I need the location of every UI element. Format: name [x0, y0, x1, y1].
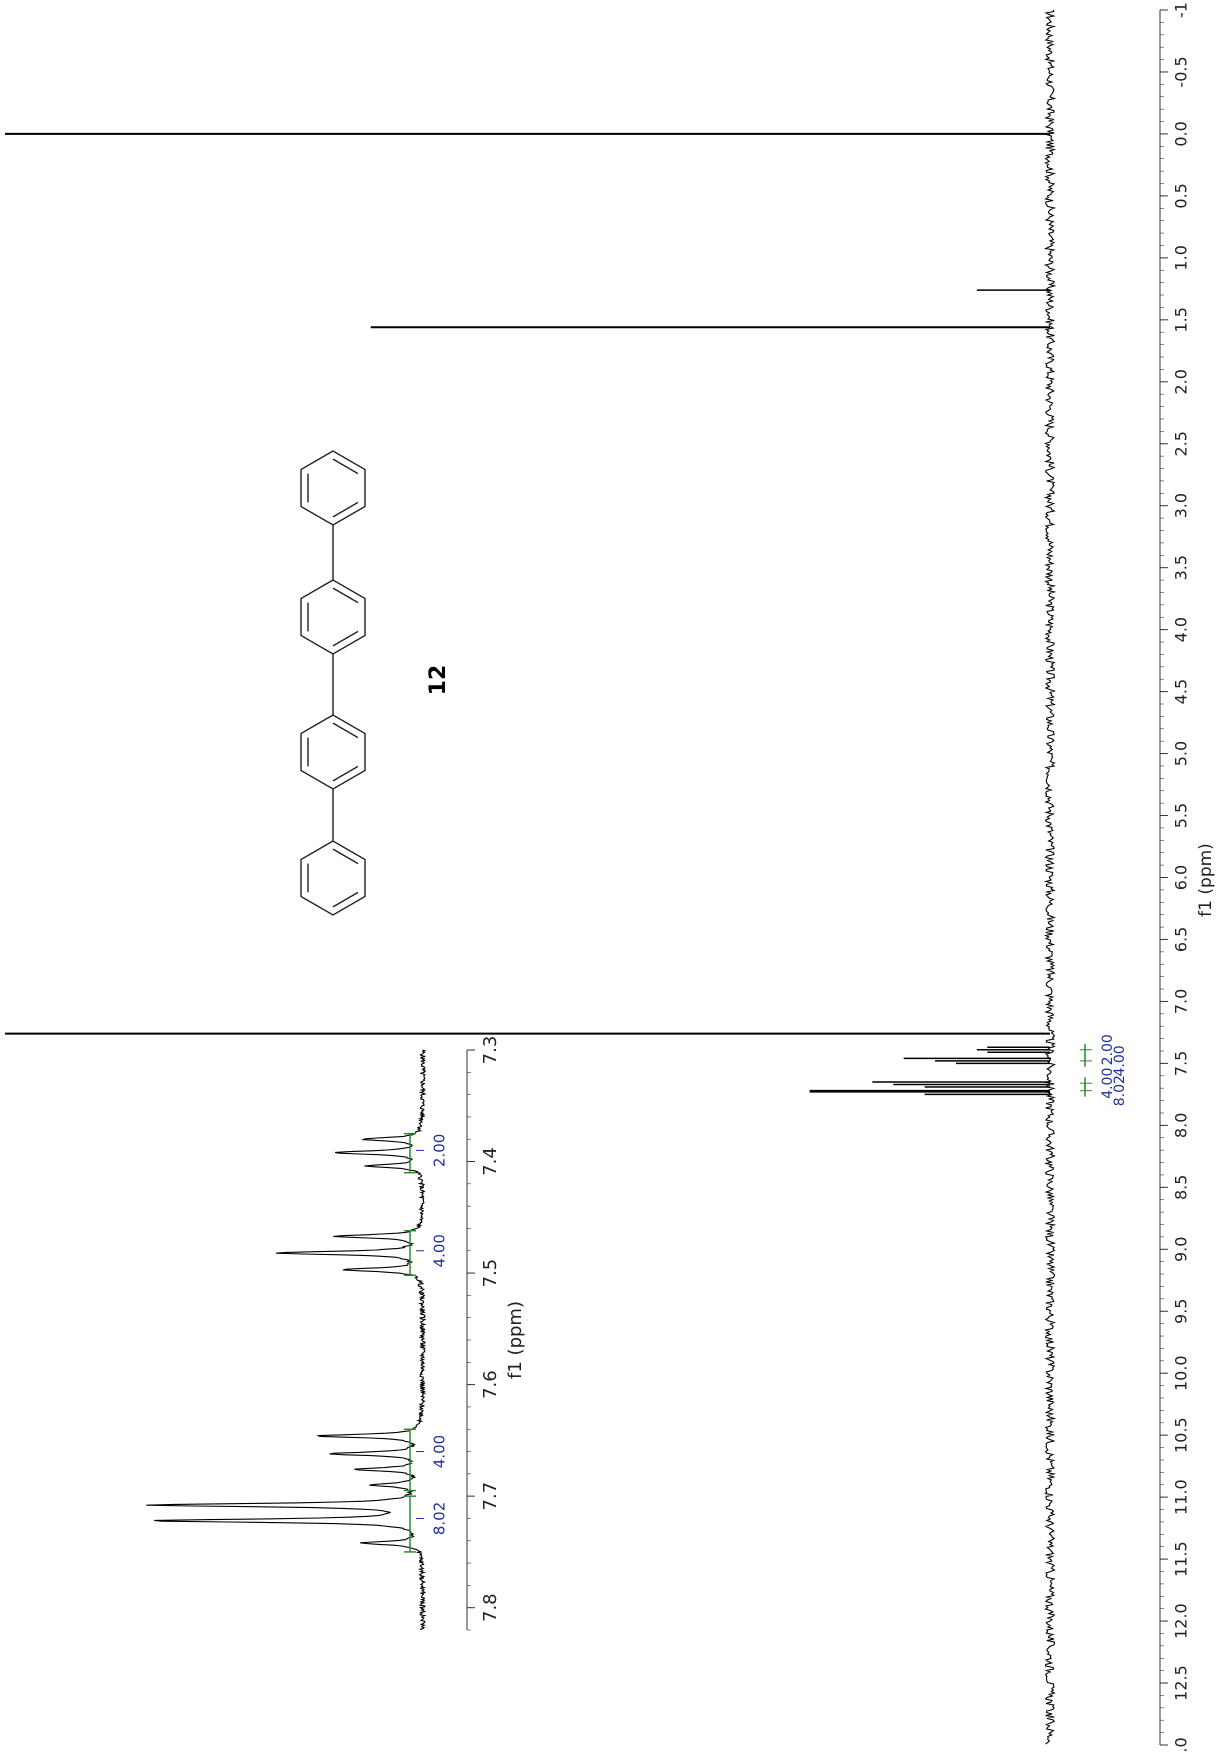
main-integral-value: 8.02 — [1112, 1075, 1128, 1106]
main-tick-label: 11.5 — [1172, 1541, 1191, 1577]
molecule-structure — [300, 450, 366, 916]
inset-tick-label: 7.6 — [480, 1370, 501, 1399]
main-tick-label: 9.5 — [1172, 1299, 1191, 1324]
inset-tick-label: 7.4 — [480, 1147, 501, 1176]
inset-spectrum-line — [146, 1049, 427, 1631]
double-bond — [332, 722, 359, 739]
main-tick-label: 10.5 — [1172, 1417, 1191, 1453]
main-tick-label: .0 — [1172, 1737, 1191, 1752]
main-tick-label: 9.0 — [1172, 1237, 1191, 1262]
benzene-ring — [300, 579, 366, 655]
main-tick-label: 7.0 — [1172, 989, 1191, 1014]
main-tick-label: 3.5 — [1172, 555, 1191, 580]
main-tick-label: 12.0 — [1172, 1603, 1191, 1639]
main-tick-label: 0.5 — [1172, 183, 1191, 208]
main-tick-label: 2.5 — [1172, 431, 1191, 456]
double-bond — [332, 458, 359, 475]
inset-integrals: 2.00 4.00 4.00 8.02 — [404, 1132, 449, 1553]
inset-tick-label: 7.7 — [480, 1482, 501, 1511]
main-tick-label: -0.5 — [1172, 56, 1191, 87]
inset-integral-value: 4.00 — [431, 1234, 449, 1267]
benzene-ring — [300, 714, 366, 790]
main-integral-value: 2.00 — [1100, 1034, 1116, 1065]
main-tick-label: 5.5 — [1172, 803, 1191, 828]
main-tick-label: 5.0 — [1172, 741, 1191, 766]
main-tick-label: 8.5 — [1172, 1175, 1191, 1200]
double-bond — [332, 891, 359, 908]
main-tick-label: 3.0 — [1172, 493, 1191, 518]
compound-label: 12 — [426, 665, 451, 696]
main-baseline-noise — [1043, 9, 1057, 1745]
inset-tick-label: 7.5 — [480, 1259, 501, 1288]
main-integrals: 2.004.004.008.02 — [1080, 1034, 1128, 1106]
main-tick-label: -1 — [1172, 2, 1191, 18]
main-tick-label: 1.5 — [1172, 307, 1191, 332]
inset-spectrum-trace — [146, 1049, 427, 1631]
double-bond — [332, 587, 359, 604]
main-axis-title: f1 (ppm) — [1196, 843, 1216, 917]
main-spectrum-trace — [5, 9, 1057, 1745]
benzene-ring — [300, 840, 366, 916]
inset-tick-label: 7.8 — [480, 1593, 501, 1622]
inset-integral-value: 2.00 — [431, 1134, 449, 1167]
main-tick-label: 11.0 — [1172, 1479, 1191, 1515]
inset-tick-label: 7.3 — [480, 1036, 501, 1065]
main-integral-value: 4.00 — [1100, 1068, 1116, 1099]
main-tick-label: 8.0 — [1172, 1113, 1191, 1138]
main-tick-label: 10.0 — [1172, 1355, 1191, 1391]
main-tick-label: 12.5 — [1172, 1665, 1191, 1701]
main-tick-label: 1.0 — [1172, 245, 1191, 270]
inset-axis: 7.3 7.4 7.5 7.6 7.7 7.8 f1 (ppm) — [466, 1036, 526, 1631]
main-axis: -1 -0.5 0.0 0.5 1.0 1.5 2.0 2.5 3.0 3.5 4.0 4.5 5.0 5… — [1159, 2, 1216, 1753]
main-tick-label: 4.5 — [1172, 679, 1191, 704]
main-integral-value: 4.00 — [1112, 1045, 1128, 1076]
double-bond — [332, 765, 359, 782]
double-bond — [332, 848, 359, 865]
main-tick-label: 0.0 — [1172, 121, 1191, 146]
double-bond — [332, 630, 359, 647]
inset-integral-value: 8.02 — [431, 1502, 449, 1535]
inset-integral-value: 4.00 — [431, 1435, 449, 1468]
main-tick-label: 7.5 — [1172, 1051, 1191, 1076]
benzene-ring — [300, 450, 366, 526]
main-tick-label: 2.0 — [1172, 369, 1191, 394]
double-bond — [332, 501, 359, 518]
inset-axis-title: f1 (ppm) — [505, 1301, 526, 1379]
main-tick-label: 6.5 — [1172, 927, 1191, 952]
main-tick-label: 4.0 — [1172, 617, 1191, 642]
main-tick-label: 6.0 — [1172, 865, 1191, 890]
